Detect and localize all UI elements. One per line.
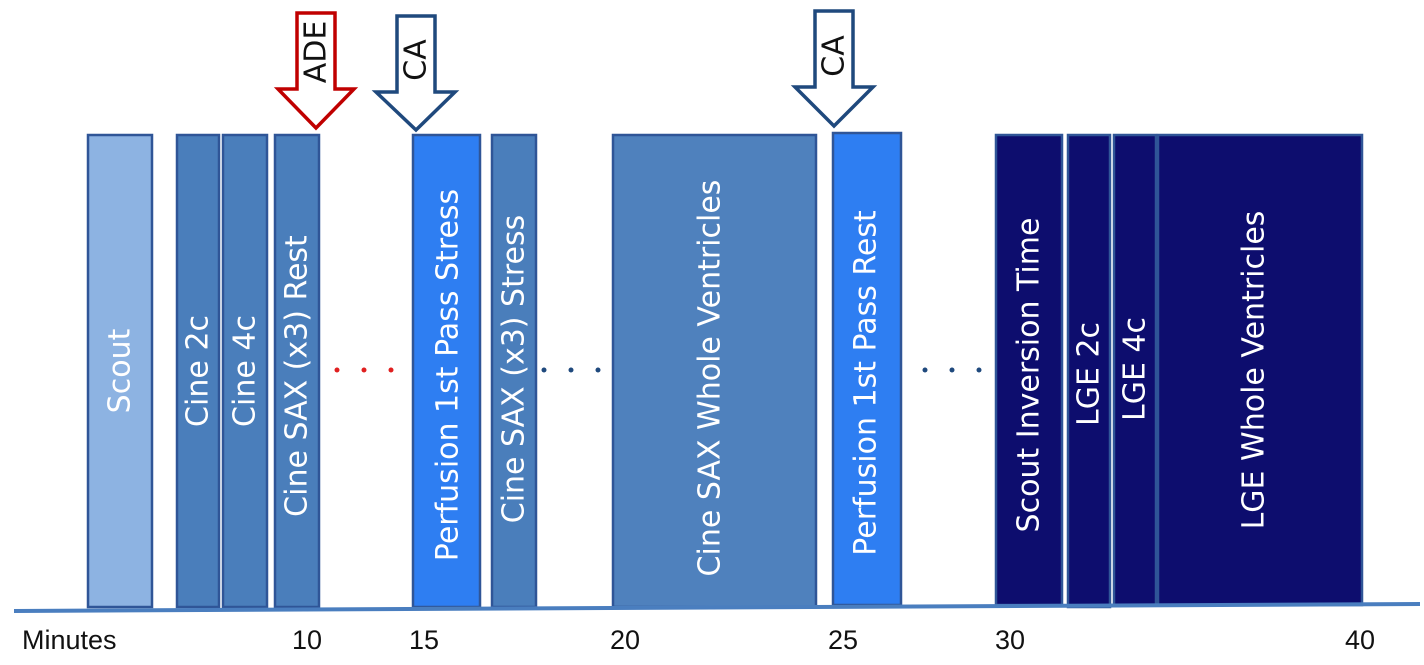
block-cine-4c-rect bbox=[221, 133, 269, 609]
gap-dot bbox=[541, 367, 547, 373]
sequence-block-cine-sax-stress: Cine SAX (x3) Stress bbox=[490, 133, 538, 609]
sequence-block-perfusion-stress: Perfusion 1st Pass Stress bbox=[411, 133, 482, 609]
axis-tick-label: 10 bbox=[292, 625, 322, 655]
sequence-block-cine-sax-whole: Cine SAX Whole Ventricles bbox=[611, 133, 818, 609]
gap-dot bbox=[388, 367, 394, 373]
block-scout-label: Scout bbox=[103, 328, 138, 413]
block-cine-sax-stress-label: Cine SAX (x3) Stress bbox=[497, 215, 532, 523]
ade-arrow-label: ADE bbox=[299, 21, 334, 84]
sequence-block-scout: Scout bbox=[86, 133, 154, 609]
sequence-block-lge-4c: LGE 4c bbox=[1112, 133, 1158, 607]
block-perfusion-rest-rect bbox=[831, 131, 903, 607]
block-perfusion-rest-label: Perfusion 1st Pass Rest bbox=[849, 210, 884, 556]
ca-arrow-stress-icon bbox=[371, 14, 460, 133]
block-perfusion-stress-label: Perfusion 1st Pass Stress bbox=[431, 189, 466, 561]
axis-tick-label: 40 bbox=[1345, 625, 1375, 655]
block-cine-4c-label: Cine 4c bbox=[228, 315, 263, 427]
ade-arrow-icon bbox=[273, 11, 359, 131]
block-lge-4c-rect bbox=[1112, 133, 1158, 607]
block-lge-whole-label: LGE Whole Ventricles bbox=[1237, 211, 1272, 530]
time-axis-labels: Minutes 10 15 20 25 30 40 bbox=[22, 625, 1375, 655]
ca-arrow-stress-label: CA bbox=[399, 39, 434, 81]
block-lge-2c-label: LGE 2c bbox=[1072, 322, 1107, 426]
block-cine-2c-rect bbox=[175, 133, 221, 609]
block-cine-sax-stress-rect bbox=[490, 133, 538, 609]
axis-tick-label: 25 bbox=[828, 625, 858, 655]
axis-tick-label: 20 bbox=[610, 625, 640, 655]
sequence-block-cine-4c: Cine 4c bbox=[221, 133, 269, 609]
gap-dot bbox=[361, 367, 367, 373]
block-lge-whole-rect bbox=[1156, 133, 1364, 607]
ca-arrow-rest: CA bbox=[790, 9, 878, 129]
gap-dots-blue-2 bbox=[922, 367, 982, 373]
gap-dot bbox=[334, 367, 340, 373]
gap-dots-red bbox=[334, 367, 394, 373]
sequence-block-cine-2c: Cine 2c bbox=[175, 133, 221, 609]
gap-dots-blue-1 bbox=[541, 367, 601, 373]
block-cine-sax-rest-label: Cine SAX (x3) Rest bbox=[280, 235, 315, 517]
sequence-block-lge-2c: LGE 2c bbox=[1066, 133, 1112, 609]
sequence-block-cine-sax-rest: Cine SAX (x3) Rest bbox=[273, 133, 321, 609]
gap-dot bbox=[595, 367, 601, 373]
block-cine-sax-whole-label: Cine SAX Whole Ventricles bbox=[693, 180, 728, 577]
ca-arrow-rest-label: CA bbox=[817, 35, 852, 77]
time-axis-line bbox=[13, 602, 1421, 613]
gap-dot bbox=[922, 367, 928, 373]
block-lge-4c-label: LGE 4c bbox=[1118, 317, 1153, 421]
ade-arrow: ADE bbox=[273, 11, 359, 131]
block-scout-inversion-label: Scout Inversion Time bbox=[1012, 218, 1047, 533]
ca-arrow-stress: CA bbox=[371, 14, 460, 133]
axis-tick-label: 30 bbox=[995, 625, 1025, 655]
sequence-block-lge-whole: LGE Whole Ventricles bbox=[1156, 133, 1364, 607]
block-scout-rect bbox=[86, 133, 154, 609]
axis-tick-label: 15 bbox=[409, 625, 439, 655]
gap-dot bbox=[568, 367, 574, 373]
sequence-block-perfusion-rest: Perfusion 1st Pass Rest bbox=[831, 131, 903, 607]
block-cine-2c-label: Cine 2c bbox=[181, 315, 216, 427]
axis-title: Minutes bbox=[22, 625, 117, 655]
block-lge-2c-rect bbox=[1066, 133, 1112, 609]
gap-dot bbox=[976, 367, 982, 373]
gap-dot bbox=[949, 367, 955, 373]
sequence-block-scout-inversion: Scout Inversion Time bbox=[994, 133, 1064, 607]
block-cine-sax-rest-rect bbox=[273, 133, 321, 609]
ca-arrow-rest-icon bbox=[790, 9, 878, 129]
